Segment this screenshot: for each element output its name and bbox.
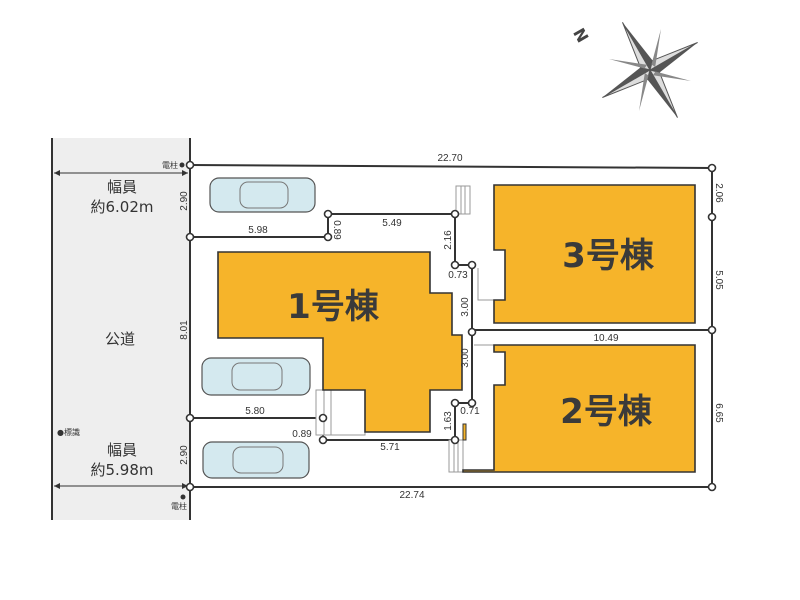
svg-text:3.00: 3.00: [460, 297, 471, 317]
svg-text:22.70: 22.70: [437, 153, 462, 164]
svg-text:5.05: 5.05: [713, 270, 724, 290]
svg-text:3.00: 3.00: [460, 348, 471, 368]
car-icon: [202, 441, 310, 479]
utility-pole-top-label: 電柱: [162, 160, 178, 170]
svg-text:約6.02m: 約6.02m: [90, 198, 153, 216]
survey-points: [185, 160, 717, 492]
svg-text:8.01: 8.01: [179, 320, 190, 340]
car-icon: [201, 357, 311, 396]
svg-text:1.63: 1.63: [443, 411, 454, 431]
svg-text:幅員: 幅員: [107, 441, 137, 459]
utility-pole-bottom: [180, 494, 186, 500]
svg-text:0.71: 0.71: [460, 406, 480, 417]
building-3[interactable]: [493, 184, 696, 324]
svg-text:5.49: 5.49: [382, 218, 402, 229]
road-width-top: 幅員 約6.02m: [54, 170, 188, 216]
svg-text:5.98: 5.98: [248, 225, 268, 236]
svg-text:約5.98m: 約5.98m: [90, 461, 153, 479]
svg-text:2.90: 2.90: [179, 445, 190, 465]
building-1[interactable]: [217, 251, 463, 433]
car-icon: [209, 177, 316, 213]
building-3-label: 3号棟: [562, 236, 655, 276]
dimension-labels: 22.70 22.74 2.90 8.01 2.90 5.98 0.89 5.4…: [179, 153, 724, 501]
sign-label: ●標識: [57, 427, 80, 437]
svg-text:2.06: 2.06: [713, 183, 724, 203]
svg-text:0.89: 0.89: [331, 220, 342, 240]
utility-pole-bottom-label: 電柱: [171, 501, 187, 511]
building-1-label: 1号棟: [287, 287, 380, 327]
svg-text:10.49: 10.49: [593, 333, 618, 344]
building-2-label: 2号棟: [560, 392, 653, 432]
svg-text:0.89: 0.89: [292, 429, 312, 440]
svg-text:5.71: 5.71: [380, 442, 400, 453]
svg-text:0.73: 0.73: [448, 270, 468, 281]
svg-text:2.16: 2.16: [443, 230, 454, 250]
entrance-steps: [315, 185, 494, 473]
road-width-bottom: 幅員 約5.98m: [54, 441, 188, 489]
compass-rose-icon: [602, 22, 698, 118]
unit-2-box: [462, 423, 467, 441]
road-label: 公道: [105, 330, 135, 348]
svg-text:2.90: 2.90: [179, 191, 190, 211]
public-road: [52, 138, 190, 520]
svg-text:幅員: 幅員: [107, 178, 137, 196]
svg-text:22.74: 22.74: [399, 490, 424, 501]
svg-text:6.65: 6.65: [713, 403, 724, 423]
building-2[interactable]: [462, 344, 696, 473]
svg-text:5.80: 5.80: [245, 406, 265, 417]
north-label: N: [569, 25, 592, 46]
utility-pole-top: [179, 162, 185, 168]
